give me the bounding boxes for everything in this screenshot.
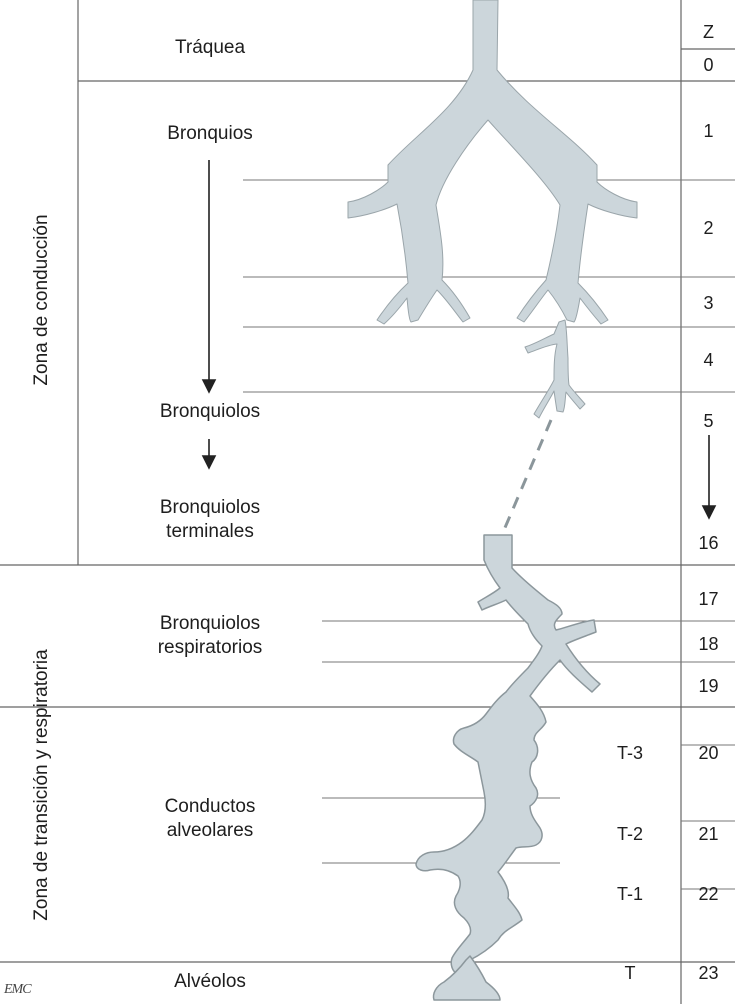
generation-4: 4 <box>682 350 735 370</box>
generation-18: 18 <box>682 634 735 654</box>
label-respiratory-bronchioles: Bronquiolos respiratorios <box>140 612 280 660</box>
label-alveolar-ducts: Conductos alveolares <box>140 795 280 843</box>
generation-1: 1 <box>682 121 735 141</box>
generation-0: 0 <box>682 55 735 75</box>
label-bronchi: Bronquios <box>150 122 270 146</box>
generation-16: 16 <box>682 533 735 553</box>
terminal-label-t-2: T-2 <box>600 824 660 844</box>
respiratory-airway-tree <box>416 535 600 1000</box>
conducting-airway-tree <box>348 0 637 418</box>
generation-21: 21 <box>682 824 735 844</box>
publisher-logo: EMC <box>4 982 31 998</box>
terminal-label-t-3: T-3 <box>600 743 660 763</box>
generation-22: 22 <box>682 884 735 904</box>
arrow-bronchi-to-bronchioles <box>203 160 215 392</box>
label-terminal-bronchioles: Bronquiolos terminales <box>140 496 280 544</box>
arrow-bronchioles-to-terminal <box>203 439 215 468</box>
generation-19: 19 <box>682 676 735 696</box>
label-bronchioles: Bronquiolos <box>140 400 280 424</box>
arrow-generation-5-to-16 <box>703 435 715 518</box>
generation-2: 2 <box>682 218 735 238</box>
column-header-z: Z <box>682 22 735 42</box>
generation-23: 23 <box>682 963 735 983</box>
label-trachea: Tráquea <box>150 36 270 60</box>
generation-3: 3 <box>682 293 735 313</box>
generation-5: 5 <box>682 411 735 431</box>
dashed-continuation <box>504 420 551 530</box>
label-alveoli: Alvéolos <box>140 970 280 994</box>
generation-20: 20 <box>682 743 735 763</box>
terminal-label-t: T <box>600 963 660 983</box>
generation-17: 17 <box>682 589 735 609</box>
zone-label-transition-respiratory: Zona de transición y respiratoria <box>31 649 53 920</box>
zone-label-conduction: Zona de conducción <box>31 214 53 385</box>
terminal-label-t-1: T-1 <box>600 884 660 904</box>
